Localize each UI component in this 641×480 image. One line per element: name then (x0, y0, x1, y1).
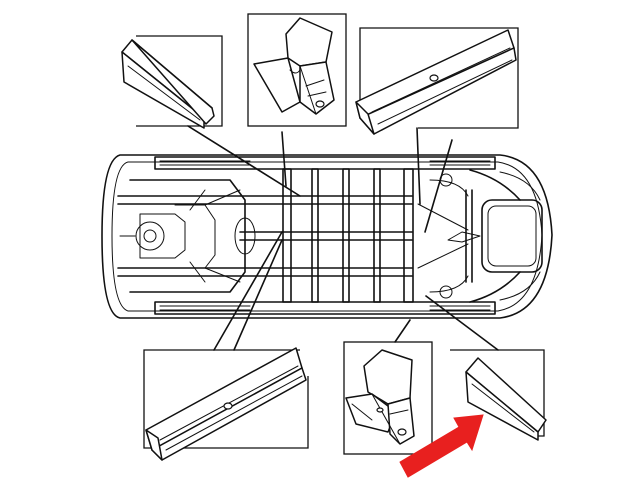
callout-top-right (355, 27, 519, 135)
highlight-arrow (399, 414, 484, 478)
tapered-outrigger-part (465, 357, 547, 441)
left-sill (154, 156, 496, 170)
callout-bottom-left (143, 347, 309, 461)
cross-members (282, 168, 414, 303)
mounting-hole (429, 74, 439, 82)
callout-top-center (247, 13, 347, 127)
long-sill-member-part (355, 29, 517, 135)
callout-bottom-right (450, 349, 547, 441)
frame-rails (117, 195, 413, 277)
arrow-icon (399, 414, 484, 478)
floor-bracket-part (253, 17, 335, 115)
callout-top-left (121, 35, 223, 129)
rear-axle-area (119, 179, 256, 293)
front-suspension-area (417, 169, 543, 303)
mounting-hole (223, 402, 233, 410)
chassis-underbody (101, 154, 553, 319)
long-sill-member-part (145, 347, 307, 461)
tapered-outrigger-part (121, 39, 215, 129)
right-sill (154, 301, 496, 315)
leader-lines (187, 125, 499, 351)
callout-bottom-center (343, 341, 433, 455)
floor-bracket-part (345, 349, 415, 445)
